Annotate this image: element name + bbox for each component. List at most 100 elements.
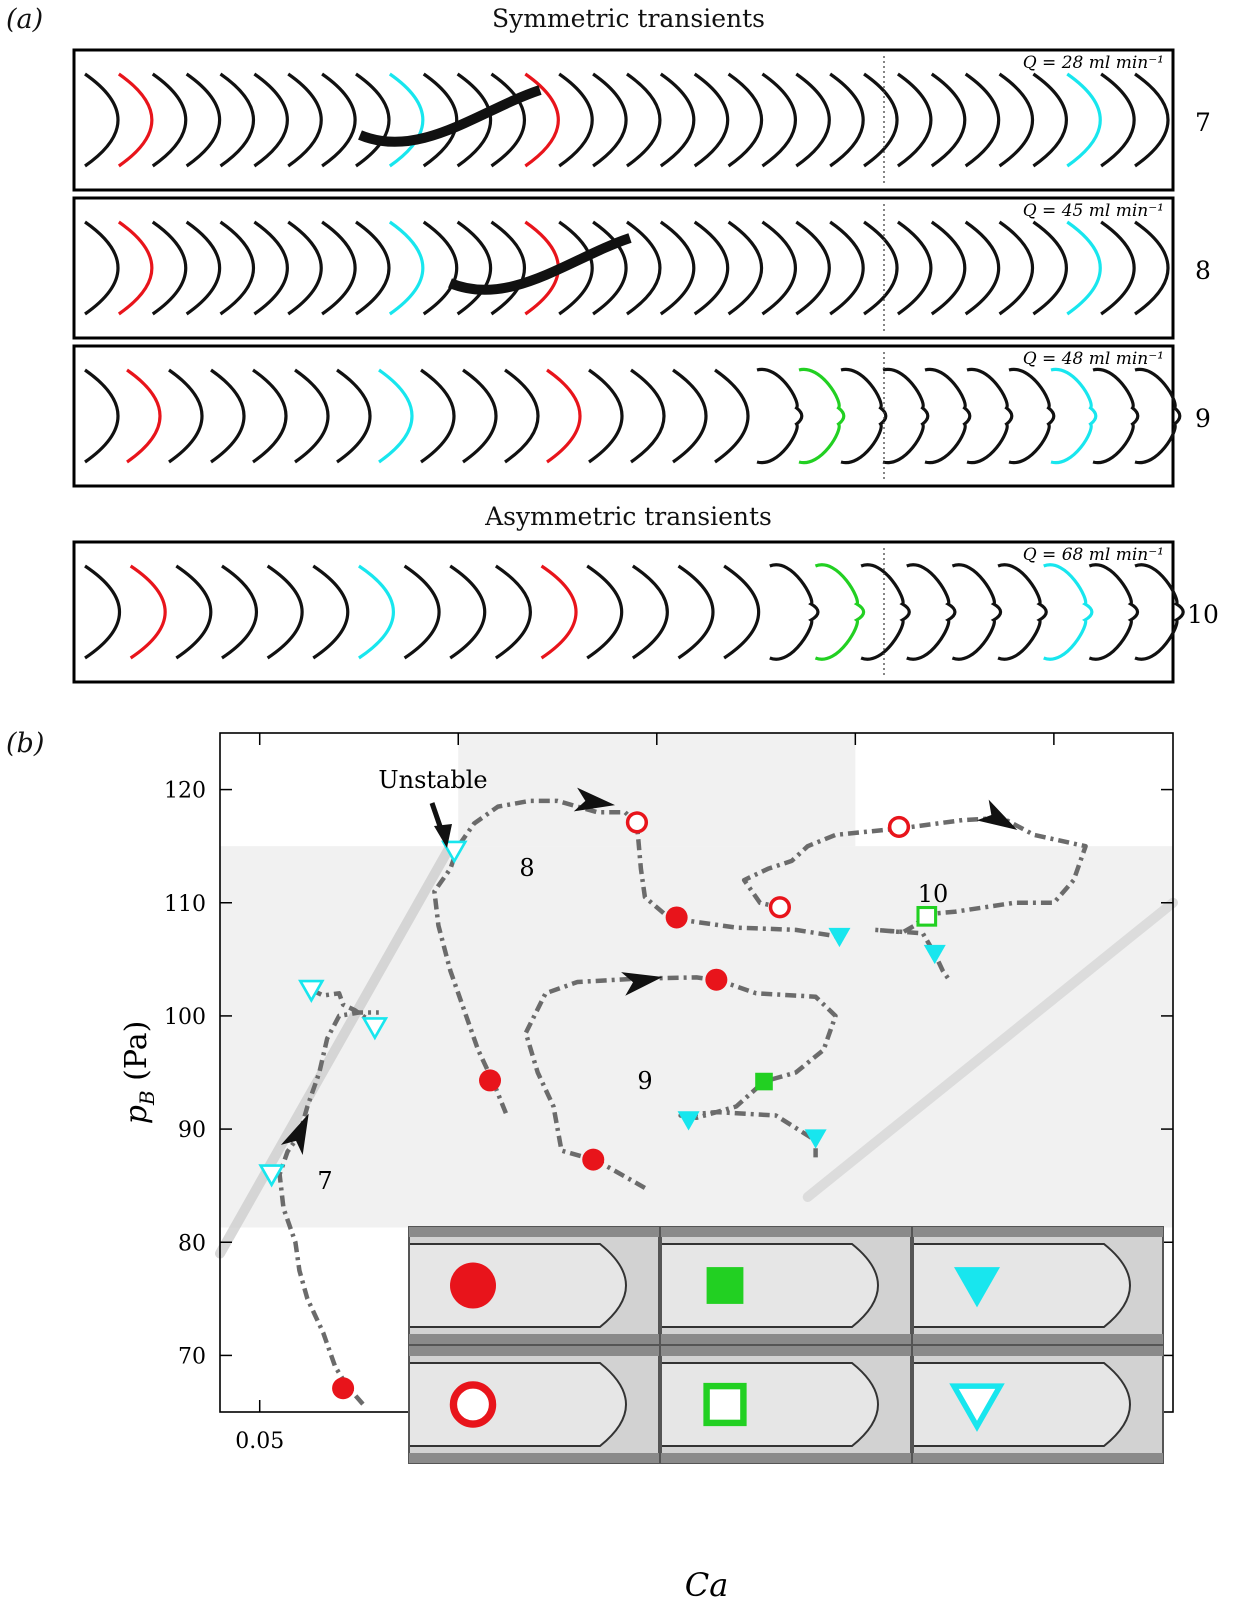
open-triangle-legend-icon (949, 1383, 1005, 1432)
panel-a-label: (a) (6, 4, 44, 35)
front-contour (863, 220, 899, 316)
y-tick-label: 120 (164, 779, 206, 804)
symmetric-heading: Symmetric transients (492, 4, 765, 33)
filled-triangle-marker (828, 927, 851, 948)
front-contour (930, 72, 967, 168)
front-contour (906, 563, 957, 661)
front-contour (896, 220, 933, 316)
front-contour (586, 564, 624, 660)
front-contour (129, 564, 167, 660)
panel-a-strips: Q = 28 ml min⁻¹7Q = 45 ml min⁻¹8Q = 48 m… (72, 48, 1219, 684)
open-triangle-marker (298, 979, 325, 1004)
front-contour (814, 563, 866, 661)
front-contour (860, 563, 911, 661)
front-contour (321, 220, 357, 316)
front-contour (896, 72, 933, 168)
front-contour (951, 563, 1003, 661)
front-contour (388, 72, 425, 168)
front-contour (558, 220, 594, 316)
front-contour (1088, 563, 1140, 661)
front-contour (863, 72, 899, 168)
arrow-head (621, 972, 663, 996)
front-contour (795, 220, 831, 316)
front-contour (630, 368, 666, 464)
front-contour (631, 564, 669, 660)
front-contour (126, 368, 162, 464)
filled-triangle-marker (923, 944, 946, 965)
front-contour (756, 367, 804, 465)
front-contour (761, 72, 798, 168)
filled-circle-legend-icon (450, 1262, 496, 1309)
open-square-legend-icon (703, 1382, 747, 1427)
front-contour (592, 220, 628, 316)
front-contour (266, 564, 304, 660)
strip-7: Q = 28 ml min⁻¹ 7 (72, 48, 1211, 192)
front-contour (798, 367, 846, 465)
front-contour (84, 72, 120, 168)
channel-wall (409, 1453, 659, 1463)
direction-arrow (280, 1113, 309, 1155)
filled-square-legend-icon (706, 1267, 744, 1304)
front-contour (422, 220, 459, 316)
trajectory-7 (277, 1010, 379, 1406)
trajectory-9 (523, 975, 838, 1190)
front-contour (769, 563, 820, 661)
front-contour (504, 368, 540, 464)
front-contour (966, 367, 1014, 465)
front-contour (175, 564, 213, 660)
front-contour (882, 367, 930, 465)
open-circle-marker (768, 896, 791, 919)
front-contour (84, 564, 122, 660)
front-contour (388, 220, 425, 316)
inset-cell (408, 1226, 660, 1345)
front-contour (626, 72, 662, 168)
front-contour (829, 220, 865, 316)
front-contour (252, 368, 288, 464)
y-tick-label: 70 (178, 1344, 206, 1369)
flow-rate-label: Q = 28 ml min⁻¹ (1023, 53, 1164, 73)
inset-cell (660, 1226, 912, 1345)
front-contour (1032, 220, 1068, 316)
curve-label-7: 7 (317, 1167, 332, 1195)
front-contour (185, 72, 222, 168)
front-contour (1134, 367, 1182, 465)
stability-band-right (802, 897, 1178, 1202)
front-contour (420, 368, 456, 464)
front-contour (456, 220, 493, 316)
front-contour (1134, 220, 1170, 316)
finger-outline (914, 1362, 1131, 1447)
strip-10: Q = 68 ml min⁻¹10 (72, 540, 1219, 684)
finger-outline (662, 1243, 879, 1328)
front-contour (558, 72, 594, 168)
curve-label-10: 10 (918, 880, 949, 908)
front-contour (1066, 72, 1102, 168)
channel-wall (661, 1453, 911, 1463)
channel-wall (913, 1334, 1163, 1344)
channel-wall (913, 1227, 1163, 1237)
filled-circle-marker (332, 1377, 355, 1400)
front-contour (924, 367, 972, 465)
front-contour (1050, 367, 1098, 465)
front-contour (221, 564, 259, 660)
y-tick-label: 110 (164, 892, 206, 917)
run-number: 7 (1195, 108, 1211, 137)
front-contour (168, 368, 204, 464)
twisted-front (448, 233, 632, 295)
open-square-marker (916, 905, 938, 927)
front-contour (714, 368, 750, 464)
channel-wall (661, 1334, 911, 1344)
front-contour (151, 220, 188, 316)
front-contour (494, 564, 532, 660)
run-number: 8 (1195, 256, 1211, 285)
front-contour (294, 368, 330, 464)
open-circle-legend-icon (449, 1381, 497, 1428)
flow-rate-label: Q = 68 ml min⁻¹ (1023, 545, 1164, 565)
direction-arrow (976, 799, 1018, 831)
front-contour (456, 72, 493, 168)
channel-wall (913, 1453, 1163, 1463)
arrow-head (280, 1113, 309, 1155)
front-contour (588, 368, 624, 464)
front-contour (840, 367, 888, 465)
front-contour (672, 368, 708, 464)
finger-outline (662, 1362, 879, 1447)
